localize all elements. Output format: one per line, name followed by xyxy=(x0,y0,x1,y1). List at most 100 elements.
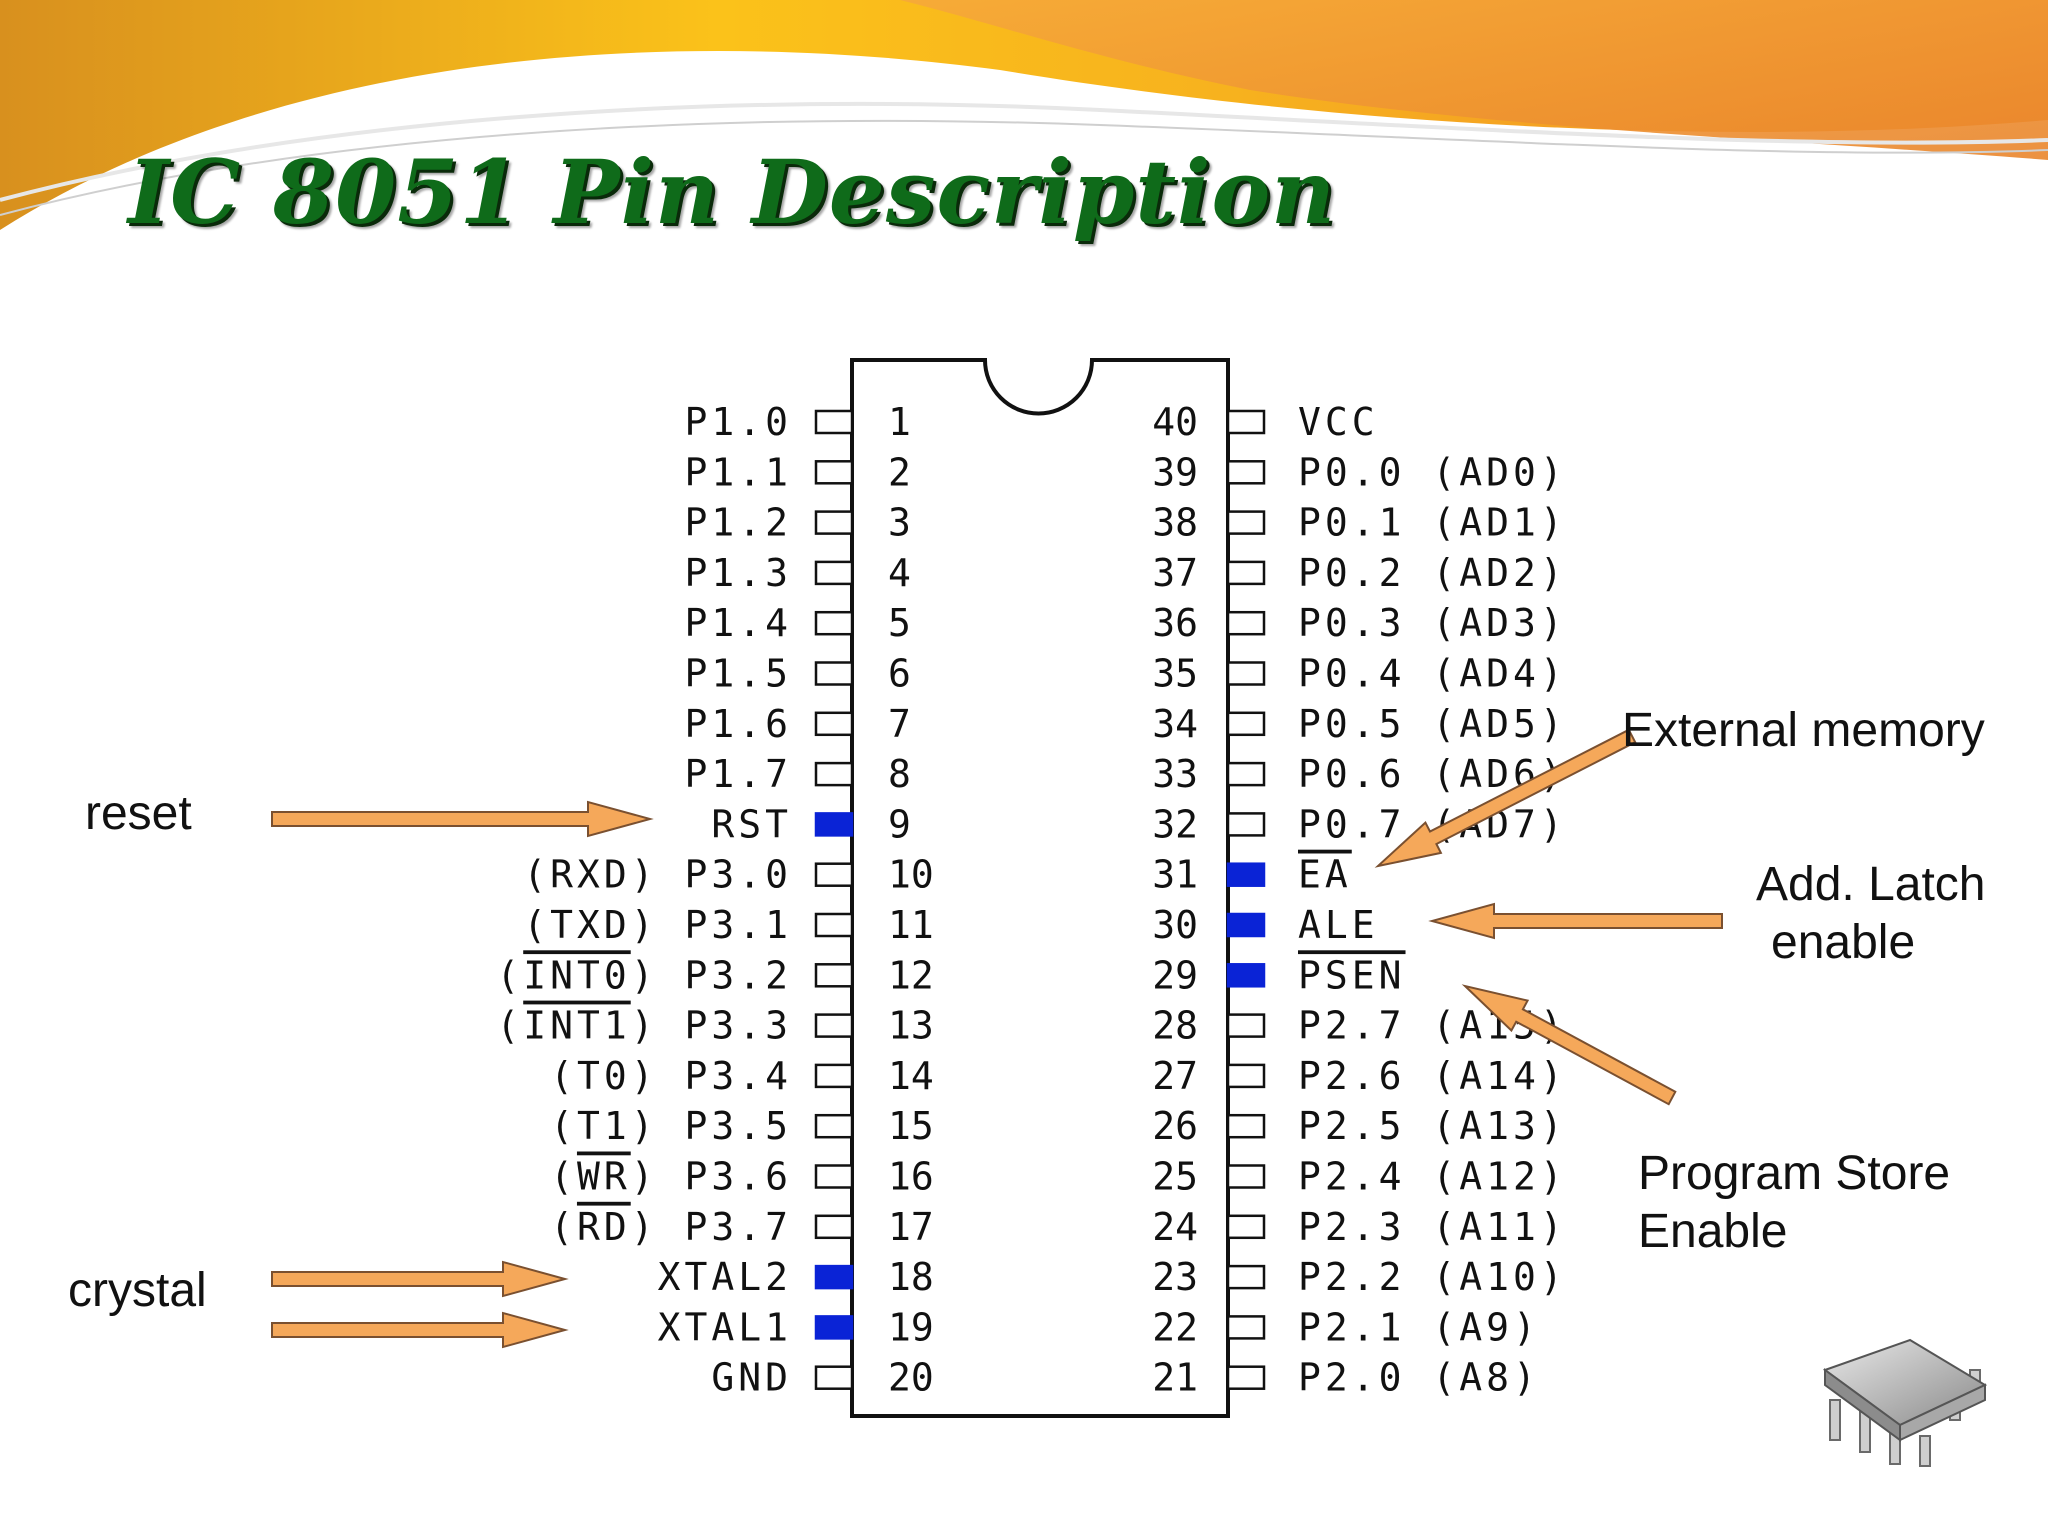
pin-number-13: 13 xyxy=(888,1004,934,1048)
pin-pad-40 xyxy=(1226,409,1266,435)
pin-pad-16 xyxy=(814,1164,854,1189)
pin-number-24: 24 xyxy=(1152,1205,1198,1249)
pin-pad-28 xyxy=(1226,1013,1266,1038)
pin-row-16: 16(WR) P3.6 xyxy=(550,1155,934,1199)
pin-number-35: 35 xyxy=(1152,652,1198,696)
pin-number-12: 12 xyxy=(888,953,934,997)
pin-number-20: 20 xyxy=(888,1356,934,1400)
pin-label-11: (TXD) P3.1 xyxy=(523,903,792,947)
pin-number-27: 27 xyxy=(1152,1054,1198,1098)
pin-row-5: 5P1.4 xyxy=(684,601,910,645)
pin-pad-15 xyxy=(814,1113,854,1139)
pin-pad-18 xyxy=(814,1264,854,1290)
pin-pad-11 xyxy=(814,912,854,938)
pin-pad-13 xyxy=(814,1013,854,1038)
pin-number-25: 25 xyxy=(1152,1155,1198,1199)
pin-pad-39 xyxy=(1226,460,1266,485)
pin-row-7: 7P1.6 xyxy=(684,702,910,746)
pin-pad-34 xyxy=(1226,711,1266,737)
pin-pad-21 xyxy=(1226,1365,1266,1390)
pin-label-39: P0.0 (AD0) xyxy=(1298,450,1567,494)
pin-label-20: GND xyxy=(711,1356,792,1400)
pin-number-30: 30 xyxy=(1152,903,1198,947)
pin-number-14: 14 xyxy=(888,1054,934,1098)
pin-label-30: ALE xyxy=(1298,903,1379,947)
pin-row-2: 2P1.1 xyxy=(684,450,910,494)
pin-label-3: P1.2 xyxy=(684,501,792,545)
pin-label-37: P0.2 (AD2) xyxy=(1298,551,1567,595)
pin-label-15: (T1) P3.5 xyxy=(550,1104,792,1148)
pin-pad-1 xyxy=(814,409,854,435)
pin-number-40: 40 xyxy=(1152,400,1198,444)
pin-pad-32 xyxy=(1226,812,1266,837)
pin-pad-12 xyxy=(814,963,854,988)
pin-pad-8 xyxy=(814,761,854,787)
pin-number-11: 11 xyxy=(888,903,934,947)
pin-label-40: VCC xyxy=(1298,400,1379,444)
pin-pad-2 xyxy=(814,460,854,485)
pin-number-28: 28 xyxy=(1152,1004,1198,1048)
pin-row-23: 23 P2.2 (A10) xyxy=(1152,1255,1567,1299)
chip-body xyxy=(850,358,1230,1418)
program-store-line2: Enable xyxy=(1638,1205,1788,1258)
pin-number-7: 7 xyxy=(888,702,911,746)
pin-number-1: 1 xyxy=(888,400,911,444)
header-banner xyxy=(0,0,2048,230)
pin-pad-5 xyxy=(814,610,854,636)
pin-number-39: 39 xyxy=(1152,450,1198,494)
pin-label-18: XTAL2 xyxy=(658,1255,792,1299)
crystal-arrow-xtal1 xyxy=(271,1311,569,1349)
chip-icon xyxy=(1822,1338,1988,1467)
external-memory-annotation: External memory xyxy=(1622,704,1985,757)
pin-row-14: 14 (T0) P3.4 xyxy=(550,1054,934,1098)
page-title: IC 8051 Pin Description xyxy=(128,140,1337,244)
pin-number-36: 36 xyxy=(1152,601,1198,645)
pin-number-10: 10 xyxy=(888,853,934,897)
pin-number-17: 17 xyxy=(888,1205,934,1249)
pin-pad-29 xyxy=(1226,963,1266,988)
pin-number-2: 2 xyxy=(888,450,911,494)
pin-pad-10 xyxy=(814,862,854,887)
pin-number-23: 23 xyxy=(1152,1255,1198,1299)
pin-label-35: P0.4 (AD4) xyxy=(1298,652,1567,696)
add-latch-line1: Add. Latch xyxy=(1756,858,1986,911)
pin-number-32: 32 xyxy=(1152,802,1198,846)
pin-row-3: 3 P1.2 xyxy=(684,501,910,545)
external-memory-arrow xyxy=(1374,728,1637,868)
pin-number-15: 15 xyxy=(888,1104,934,1148)
pin-label-14: (T0) P3.4 xyxy=(550,1054,792,1098)
pin-label-10: (RXD) P3.0 xyxy=(523,853,792,897)
pin-row-10: 10 (RXD) P3.0 xyxy=(523,853,934,897)
pin-label-29: PSEN xyxy=(1298,953,1406,997)
reset-annotation: reset xyxy=(85,787,192,840)
pin-row-13: 13(INT1) P3.3 xyxy=(496,1004,933,1048)
pin-pad-4 xyxy=(814,560,854,586)
pin-label-23: P2.2 (A10) xyxy=(1298,1255,1567,1299)
add-latch-arrow xyxy=(1428,902,1723,940)
pin-label-26: P2.5 (A13) xyxy=(1298,1104,1567,1148)
pin-number-38: 38 xyxy=(1152,501,1198,545)
pin-pad-37 xyxy=(1226,560,1266,586)
pin-pad-25 xyxy=(1226,1164,1266,1189)
pin-number-3: 3 xyxy=(888,501,911,545)
pin-label-22: P2.1 (A9) xyxy=(1298,1305,1540,1349)
pin-pad-26 xyxy=(1226,1113,1266,1139)
pin-pad-9 xyxy=(814,812,854,837)
pin-row-4: 4P1.3 xyxy=(684,551,910,595)
pin-row-17: 17(RD) P3.7 xyxy=(550,1205,934,1249)
pin-row-39: 39 P0.0 (AD0) xyxy=(1152,450,1567,494)
pin-number-8: 8 xyxy=(888,752,911,796)
pin-pad-35 xyxy=(1226,661,1266,686)
chip-outline xyxy=(850,358,1230,1418)
program-store-arrow xyxy=(1461,984,1677,1106)
pin-number-19: 19 xyxy=(888,1305,934,1349)
